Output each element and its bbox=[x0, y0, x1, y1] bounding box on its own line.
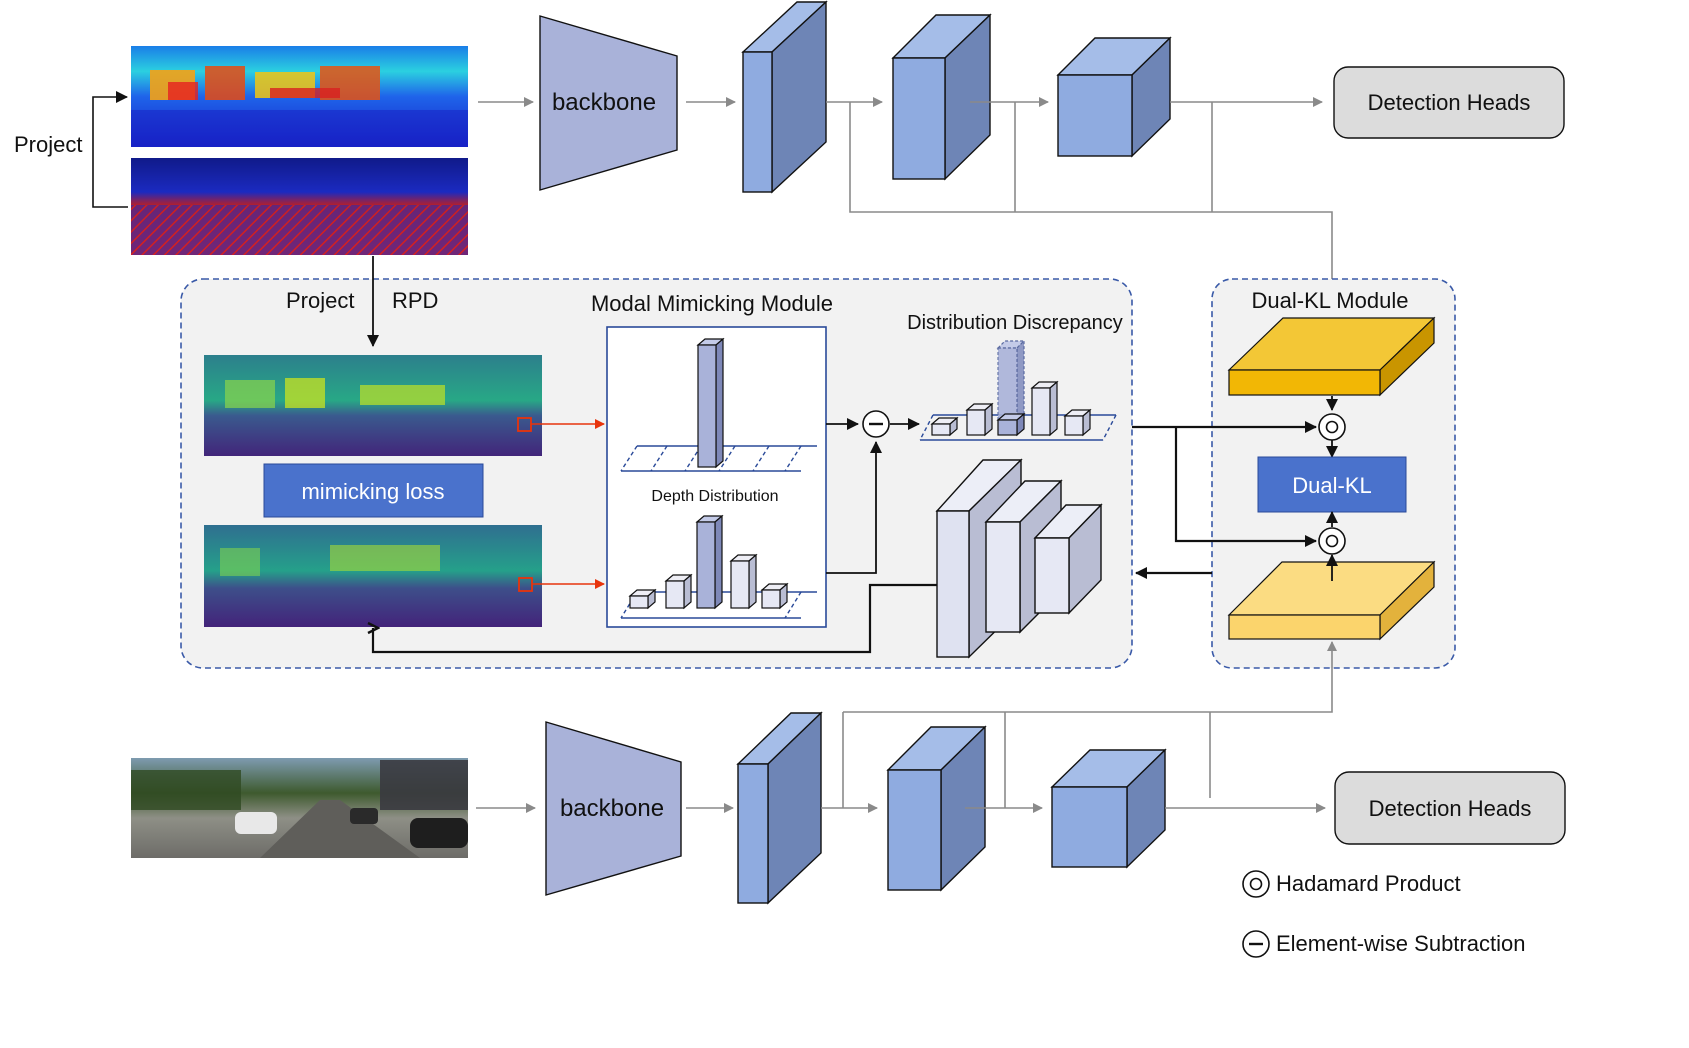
target-depth-map bbox=[204, 355, 542, 456]
sparse-lidar-image bbox=[131, 158, 468, 255]
dual-kl-label: Dual-KL bbox=[1292, 473, 1371, 498]
dual-kl-box bbox=[1257, 456, 1407, 513]
depth-head-cubes bbox=[935, 458, 1103, 659]
top-detection-heads-label: Detection Heads bbox=[1368, 90, 1531, 115]
top-feature-cube-2 bbox=[891, 13, 992, 181]
top-backbone-label: backbone bbox=[552, 89, 656, 116]
rgb-input-image bbox=[131, 758, 468, 858]
predicted-distribution-bars bbox=[628, 514, 789, 610]
bottom-backbone-block bbox=[545, 721, 682, 896]
top-project-label: Project bbox=[14, 132, 82, 157]
bottom-feature-cube-3 bbox=[1050, 748, 1167, 869]
project-bracket-arrow bbox=[92, 91, 128, 208]
bottom-backbone-label: backbone bbox=[560, 795, 664, 822]
rpd-label: RPD bbox=[392, 288, 438, 313]
bottom-feature-cube-2 bbox=[886, 725, 987, 892]
mimicking-loss-label: mimicking loss bbox=[301, 479, 444, 504]
hadamard-product-top bbox=[1318, 413, 1346, 441]
bottom-feature-cube-1 bbox=[736, 711, 823, 905]
legend-hadamard-icon bbox=[1242, 870, 1270, 898]
dual-kl-module-title: Dual-KL Module bbox=[1252, 288, 1409, 313]
mimicking-loss-box bbox=[263, 463, 484, 518]
bottom-detection-heads-label: Detection Heads bbox=[1369, 796, 1532, 821]
mimicking-project-label: Project bbox=[286, 288, 354, 313]
top-detection-heads bbox=[1333, 66, 1565, 139]
top-backbone-block bbox=[539, 15, 678, 191]
teacher-feature-slab bbox=[1227, 316, 1436, 397]
top-feature-cube-3 bbox=[1056, 36, 1172, 158]
legend-subtraction-icon bbox=[1242, 930, 1270, 958]
top-connectors bbox=[826, 97, 1337, 335]
mimicking-module-title: Modal Mimicking Module bbox=[591, 291, 833, 316]
discrepancy-bars bbox=[930, 339, 1092, 437]
bottom-detection-heads bbox=[1334, 771, 1566, 845]
hadamard-product-bottom bbox=[1318, 527, 1346, 555]
student-feature-slab bbox=[1227, 560, 1436, 641]
target-distribution-bar bbox=[696, 337, 725, 469]
discrepancy-to-dual-kl-arrows bbox=[1132, 421, 1317, 547]
predicted-depth-map bbox=[204, 525, 542, 627]
bottom-connectors bbox=[821, 641, 1337, 813]
predicted-to-subtract-arrow bbox=[826, 441, 882, 574]
top-feature-cube-1 bbox=[741, 0, 828, 194]
legend-hadamard-label: Hadamard Product bbox=[1276, 871, 1461, 896]
cubes-to-predicted-arrow bbox=[373, 583, 937, 654]
target-distribution-plane bbox=[620, 445, 817, 472]
distribution-discrepancy-label: Distribution Discrepancy bbox=[907, 312, 1123, 334]
legend-subtraction-label: Element-wise Subtraction bbox=[1276, 931, 1525, 956]
depth-distribution-label: Depth Distribution bbox=[651, 488, 778, 505]
element-wise-subtraction-symbol bbox=[862, 410, 890, 438]
dense-depth-image bbox=[131, 46, 468, 147]
